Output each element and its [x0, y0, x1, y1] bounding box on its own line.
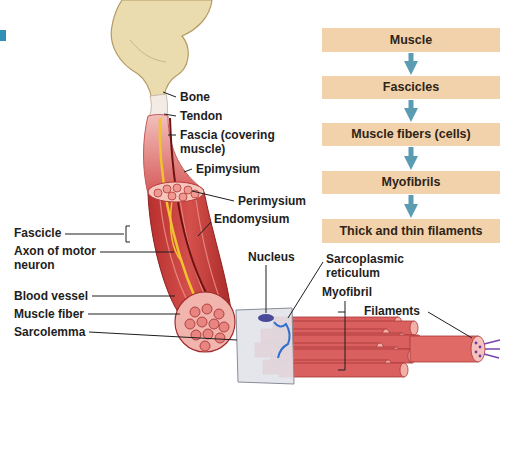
- single-myofibril: [410, 336, 478, 362]
- flow-arrow: [409, 147, 414, 156]
- leader-line: [345, 301, 346, 312]
- part-label: Sarcoplasmic reticulum: [326, 252, 416, 280]
- leader-line: [266, 265, 267, 313]
- part-label: Fascicle: [14, 226, 61, 240]
- fiber-section: [185, 319, 195, 329]
- fiber-section: [214, 309, 224, 319]
- part-label: Fascia (covering muscle): [180, 128, 280, 156]
- leader-line: [288, 262, 323, 318]
- fiber-section: [215, 333, 225, 343]
- flow-arrow: [409, 100, 414, 108]
- fascicle-cross-section: [175, 292, 235, 352]
- part-label: Blood vessel: [14, 289, 88, 303]
- leader-line: [198, 222, 211, 236]
- fascicle-section: [173, 184, 181, 192]
- filament-dot: [475, 342, 478, 345]
- flow-box: Myofibrils: [322, 171, 500, 194]
- part-label: Myofibril: [322, 285, 372, 299]
- box-label: Myofibrils: [381, 175, 440, 190]
- reticulum-mesh: [274, 322, 290, 358]
- leader-line: [163, 92, 176, 97]
- fascicle-section: [163, 185, 171, 193]
- leader-line: [100, 252, 174, 253]
- bone-shape: [111, 0, 212, 100]
- fiber-section: [219, 322, 229, 332]
- part-label: Perimysium: [238, 194, 306, 208]
- leader-line: [168, 135, 176, 136]
- bone-shading: [130, 40, 166, 62]
- leader-line: [65, 234, 124, 235]
- part-label: Epimysium: [196, 162, 260, 176]
- box-label: Fascicles: [383, 80, 439, 95]
- part-label: Endomysium: [214, 212, 289, 226]
- leader-line: [92, 296, 175, 297]
- part-label: Muscle fiber: [14, 307, 84, 321]
- part-label: Tendon: [180, 109, 222, 123]
- part-label: Axon of motor neuron: [14, 244, 106, 272]
- fiber-stripe: [160, 200, 190, 306]
- part-label: Filaments: [364, 304, 420, 318]
- fiber-section: [209, 319, 219, 329]
- flow-box: Muscle fibers (cells): [322, 123, 500, 146]
- myofibril-end: [410, 321, 418, 335]
- fiber-section: [203, 329, 213, 339]
- flow-box: Thick and thin filaments: [322, 219, 500, 243]
- nucleus-shape: [258, 314, 274, 322]
- box-label: Muscle fibers (cells): [351, 127, 471, 142]
- part-label: Bone: [180, 90, 210, 104]
- fiber-section: [197, 317, 207, 327]
- fascicle-section: [168, 192, 176, 200]
- fiber-section: [190, 307, 200, 317]
- leader-line: [89, 332, 237, 340]
- myofibril-bracket: [338, 312, 345, 370]
- flow-arrow: [409, 53, 414, 61]
- myofibril-cap: [471, 336, 485, 362]
- flow-arrow: [409, 195, 414, 204]
- flow-box: Muscle: [322, 28, 500, 52]
- myofibril-end: [400, 363, 408, 377]
- edge-tab: [0, 30, 6, 41]
- part-label: Nucleus: [248, 250, 295, 264]
- fiber-section: [200, 341, 210, 351]
- leader-line: [164, 114, 176, 116]
- fiber-section: [191, 330, 201, 340]
- leader-line: [88, 314, 180, 315]
- fascicle-section: [179, 193, 187, 201]
- filament-lines: [484, 340, 500, 358]
- leader-line: [192, 191, 234, 201]
- part-label: Sarcolemma: [14, 325, 85, 339]
- fascicle-section: [154, 189, 162, 197]
- flow-box: Fascicles: [322, 76, 500, 99]
- sarcolemma-sleeve: [236, 308, 294, 384]
- box-label: Thick and thin filaments: [339, 224, 482, 239]
- leader-line: [184, 169, 192, 172]
- leader-line: [428, 312, 472, 338]
- filament-dot: [479, 355, 482, 358]
- fascicle-bracket: [126, 226, 130, 242]
- box-label: Muscle: [390, 33, 432, 48]
- fiber-section: [202, 304, 212, 314]
- filament-dot: [475, 351, 478, 354]
- filament-dot: [479, 346, 482, 349]
